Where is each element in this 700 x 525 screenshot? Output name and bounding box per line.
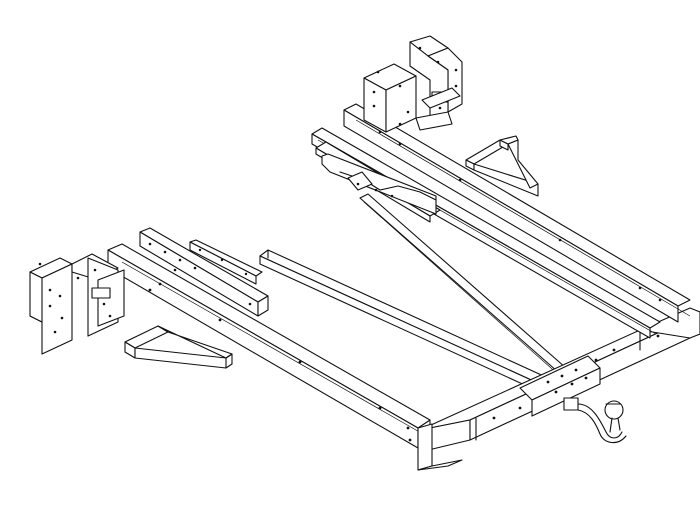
right-side-rail [343, 103, 691, 323]
tow-ball-icon [563, 397, 627, 444]
right-tie-plate [321, 153, 437, 215]
right-lower-bracket [465, 135, 539, 197]
left-side-rail [107, 243, 431, 449]
hitch-mounting-plate [519, 355, 601, 417]
rail-mounting-holes [148, 282, 412, 442]
left-strap-bracket [189, 239, 263, 285]
left-mounting-bracket [29, 253, 125, 355]
left-chassis-plate [139, 227, 269, 317]
center-diagonal-strut [259, 249, 549, 393]
right-mounting-bracket [363, 35, 463, 133]
left-lower-bracket [124, 325, 233, 369]
